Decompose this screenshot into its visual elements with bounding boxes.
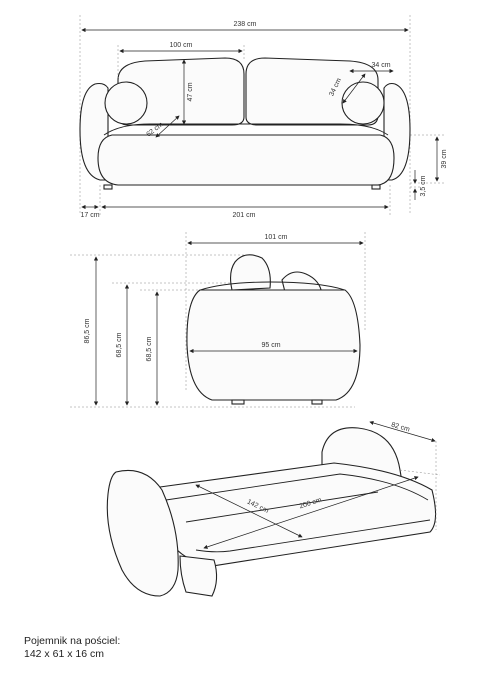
- bed-armrest: [106, 469, 179, 597]
- dim-total-width: 238 cm: [234, 21, 257, 28]
- dim-backrest-width: 100 cm: [170, 42, 193, 49]
- side-view: 101 cm 95 cm 86,5 cm 68,5 cm 68,5 cm: [70, 232, 366, 408]
- dim-armrest-height-2: 68,5 cm: [146, 336, 153, 361]
- caption-title: Pojemnik na pościel:: [24, 635, 121, 647]
- dim-total-height: 86,5 cm: [84, 318, 91, 343]
- side-body: [186, 289, 361, 401]
- front-view: 238 cm 100 cm 47 cm 34 cm 34 cm 62 cm 39…: [79, 15, 448, 219]
- dim-total-depth: 101 cm: [265, 234, 288, 241]
- bed-view: 82 cm 200 cm 142 cm: [106, 420, 441, 597]
- dim-seat-height: 39 cm: [441, 149, 448, 168]
- seat: [97, 134, 395, 186]
- dim-armrest-width: 17 cm: [80, 212, 99, 219]
- dim-backrest-height: 47 cm: [187, 82, 194, 101]
- bed-mattress: [159, 462, 437, 568]
- dim-seat-width: 201 cm: [233, 212, 256, 219]
- storage-caption: Pojemnik na pościel: 142 x 61 x 16 cm: [24, 635, 120, 661]
- dim-leg-height: 3,5 cm: [420, 175, 427, 196]
- dim-pillow-width: 34 cm: [371, 62, 390, 69]
- dim-armrest-height-1: 68,5 cm: [116, 332, 123, 357]
- pillow-left: [104, 81, 148, 125]
- pillow-right: [341, 81, 385, 125]
- caption-dimensions: 142 x 61 x 16 cm: [24, 648, 104, 660]
- side-backrest: [229, 254, 271, 291]
- dim-bed-depth: 82 cm: [390, 422, 410, 434]
- dim-seat-depth-side: 95 cm: [261, 342, 280, 349]
